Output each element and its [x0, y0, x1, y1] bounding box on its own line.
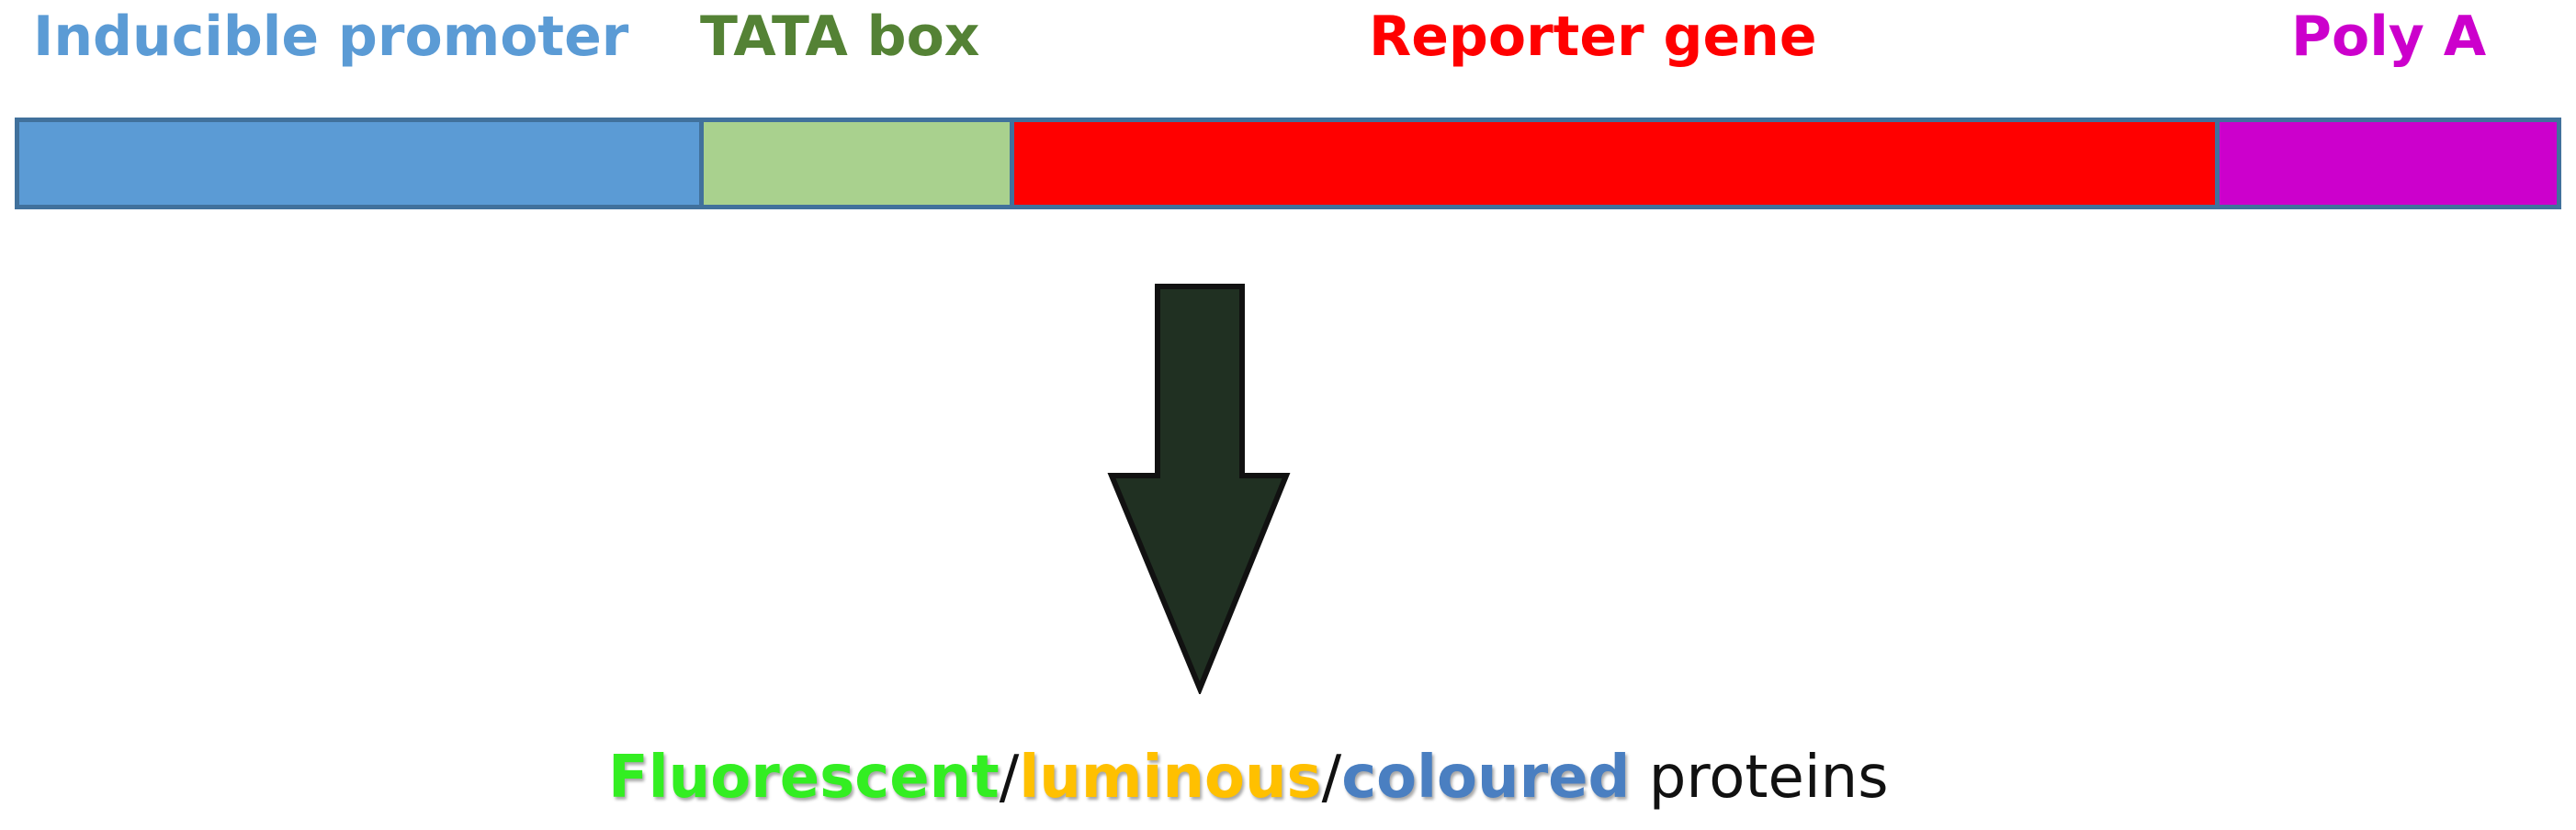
caption-coloured: coloured — [1341, 744, 1631, 812]
label-inducible-promoter: Inducible promoter — [33, 5, 629, 69]
segment-reporter-gene — [1010, 122, 2215, 205]
caption-reporter-proteins: Fluorescent/luminous/coloured proteins — [608, 748, 1889, 807]
caption-separator: / — [999, 744, 1020, 812]
label-reporter-gene: Reporter gene — [1369, 5, 1817, 69]
caption-proteins: proteins — [1630, 744, 1889, 812]
segment-tata-box — [699, 122, 1010, 205]
caption-separator: / — [1321, 744, 1342, 812]
gene-construct-bar — [15, 118, 2561, 209]
label-poly-a: Poly A — [2291, 5, 2487, 69]
segment-poly-a — [2215, 122, 2557, 205]
caption-fluorescent: Fluorescent — [608, 744, 1000, 812]
segment-inducible-promoter — [19, 122, 699, 205]
caption-luminous: luminous — [1019, 744, 1322, 812]
down-arrow-icon — [1107, 284, 1291, 694]
label-tata-box: TATA box — [700, 5, 980, 69]
